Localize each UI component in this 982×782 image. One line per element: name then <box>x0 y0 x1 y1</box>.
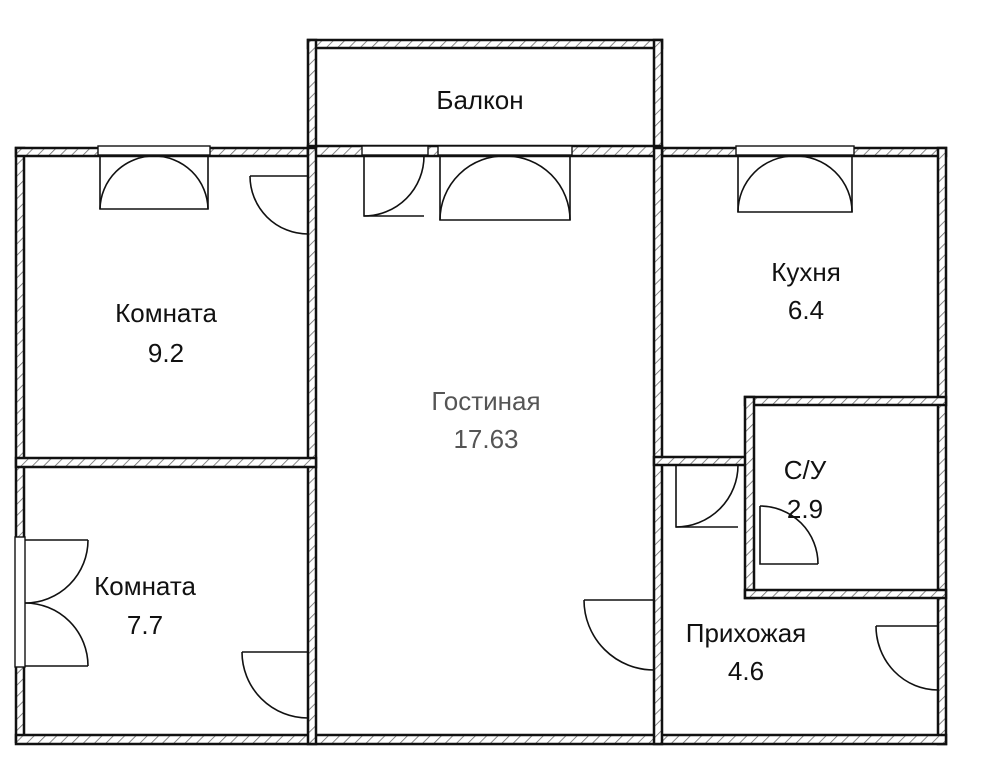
door-room1-top <box>99 155 209 210</box>
door-kitchen-hall <box>675 464 739 528</box>
window-room2 <box>14 536 26 668</box>
hall-name: Прихожая <box>686 618 806 648</box>
wall-room1-living <box>306 146 318 746</box>
door-living-double <box>439 155 571 221</box>
bathroom-name: С/У <box>784 455 827 485</box>
door-room1-side <box>249 175 309 235</box>
window-living-right <box>437 145 573 156</box>
bathroom-area: 2.9 <box>787 494 823 524</box>
windows <box>14 145 855 668</box>
wall-room1-room2 <box>14 456 318 469</box>
balcony-wall-left <box>306 38 318 158</box>
room1-area: 9.2 <box>148 338 184 368</box>
balcony-wall-top <box>306 38 664 50</box>
wall-living-kitchen <box>652 146 664 746</box>
walls <box>14 38 948 746</box>
living-name: Гостиная <box>431 386 540 416</box>
outer-wall-right <box>936 146 948 746</box>
living-area: 17.63 <box>453 424 518 454</box>
door-hall-entry <box>875 625 939 691</box>
wall-bath-bottom <box>743 588 948 600</box>
kitchen-name: Кухня <box>771 257 841 287</box>
wall-kitchen-bath <box>743 395 948 407</box>
room2-area: 7.7 <box>127 610 163 640</box>
doors <box>24 155 939 719</box>
room2-name: Комната <box>94 571 196 601</box>
door-living-left <box>363 155 425 217</box>
room1-name: Комната <box>115 298 217 328</box>
window-kitchen <box>735 145 855 156</box>
door-living-hall <box>583 599 655 671</box>
window-living-left <box>361 145 429 156</box>
kitchen-area: 6.4 <box>788 295 824 325</box>
hall-area: 4.6 <box>728 656 764 686</box>
balcony-wall-right <box>652 38 664 158</box>
balcony-name: Балкон <box>436 85 523 115</box>
outer-wall-bottom <box>14 733 948 746</box>
wall-bath-left <box>743 395 756 600</box>
window-room1 <box>97 145 211 156</box>
door-kitchen-top <box>737 155 853 213</box>
room-labels: Балкон Комната 9.2 Комната 7.7 Гостиная … <box>94 85 841 686</box>
door-room2-left <box>24 539 89 667</box>
door-room2-right <box>241 651 309 719</box>
wall-kitchen-bottom <box>652 455 754 467</box>
door-bathroom <box>759 505 819 565</box>
